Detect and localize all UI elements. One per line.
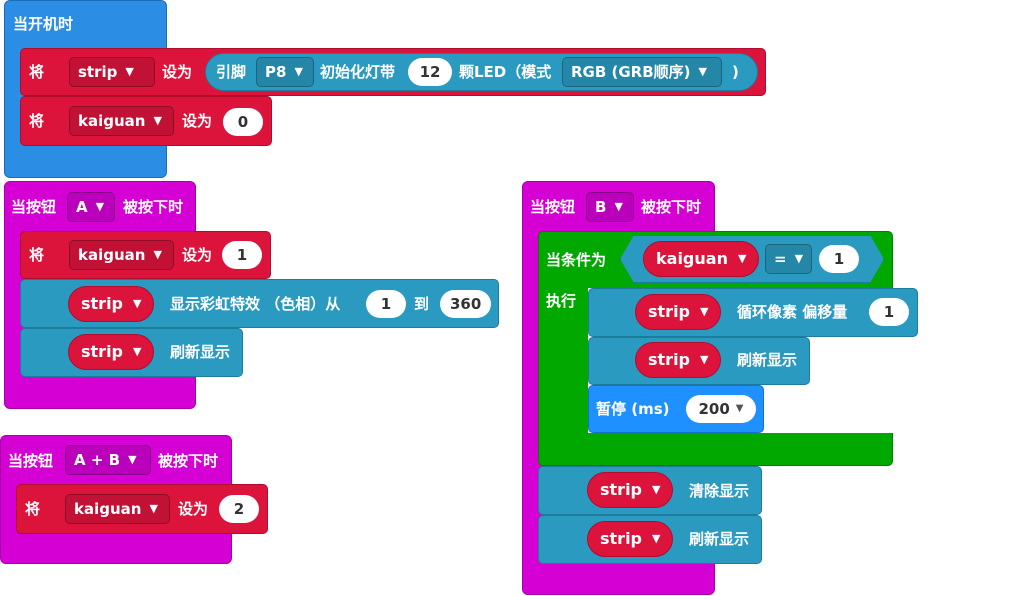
var-dropdown-kaiguan[interactable]: kaiguan▼	[69, 106, 174, 136]
hat-prefix: 当按钮	[11, 198, 57, 216]
var-dropdown-kaiguan[interactable]: kaiguan▼	[65, 494, 170, 524]
value-input[interactable]: 2	[219, 495, 259, 523]
set-kaiguan-block[interactable]	[16, 484, 268, 534]
do-label: 执行	[546, 292, 577, 310]
chevron-down-icon: ▼	[128, 453, 137, 466]
while-label: 当条件为	[546, 251, 607, 269]
chevron-down-icon: ▼	[133, 297, 142, 310]
chevron-down-icon: ▼	[737, 252, 747, 265]
operator-dropdown[interactable]: =▼	[765, 244, 812, 274]
chevron-down-icon: ▼	[153, 114, 162, 127]
chevron-down-icon: ▼	[794, 252, 804, 265]
compare-value-input[interactable]: 1	[819, 245, 859, 273]
pin-label: 引脚	[216, 63, 247, 81]
pin-dropdown[interactable]: P8▼	[256, 57, 314, 87]
value-input[interactable]: 0	[223, 108, 263, 136]
button-dropdown-ab[interactable]: A + B▼	[65, 445, 151, 475]
leds-mode-label: 颗LED（模式	[459, 63, 552, 81]
to-label: 设为	[182, 112, 213, 130]
set-label: 将	[29, 246, 45, 264]
hue-to-input[interactable]: 360	[440, 290, 491, 318]
to-label: 设为	[178, 500, 209, 518]
hue-from-input[interactable]: 1	[366, 290, 406, 318]
hat-prefix: 当按钮	[8, 452, 54, 470]
button-dropdown-b[interactable]: B▼	[586, 192, 634, 222]
offset-input[interactable]: 1	[869, 298, 909, 326]
hat-suffix: 被按下时	[123, 198, 184, 216]
chevron-down-icon: ▼	[652, 532, 661, 545]
chevron-down-icon: ▼	[133, 345, 142, 358]
strip-dropdown[interactable]: strip▼	[68, 286, 155, 322]
init-label: 初始化灯带	[320, 63, 396, 81]
set-label: 将	[29, 63, 45, 81]
close-paren: )	[732, 63, 739, 81]
strip-dropdown[interactable]: strip▼	[587, 472, 674, 508]
show-label: 刷新显示	[170, 343, 231, 361]
hat-suffix: 被按下时	[641, 198, 702, 216]
chevron-down-icon: ▼	[153, 248, 162, 261]
strip-dropdown[interactable]: strip▼	[68, 334, 155, 370]
chevron-down-icon: ▼	[700, 353, 709, 366]
set-label: 将	[25, 500, 41, 518]
value-input[interactable]: 1	[222, 241, 262, 269]
chevron-down-icon: ▼	[149, 502, 158, 515]
strip-dropdown[interactable]: strip▼	[587, 521, 674, 557]
chevron-down-icon: ▼	[698, 65, 707, 78]
kaiguan-var-reporter[interactable]: kaiguan▼	[643, 241, 760, 277]
pause-ms-dropdown[interactable]: 200▼	[686, 395, 756, 423]
strip-dropdown[interactable]: strip▼	[635, 294, 722, 330]
chevron-down-icon: ▼	[652, 483, 661, 496]
to-label: 设为	[162, 63, 193, 81]
led-count-input[interactable]: 12	[408, 58, 452, 86]
show-label: 刷新显示	[689, 530, 750, 548]
button-dropdown-a[interactable]: A▼	[67, 192, 115, 222]
mode-dropdown[interactable]: RGB (GRB顺序)▼	[562, 57, 722, 87]
var-dropdown-kaiguan[interactable]: kaiguan▼	[69, 240, 174, 270]
chevron-down-icon: ▼	[125, 65, 134, 78]
chevron-down-icon: ▼	[700, 305, 709, 318]
chevron-down-icon: ▼	[294, 65, 303, 78]
hat-suffix: 被按下时	[158, 452, 219, 470]
to-label: 到	[414, 295, 430, 313]
chevron-down-icon: ▼	[95, 200, 105, 213]
chevron-down-icon: ▼	[614, 200, 623, 213]
pause-label: 暂停 (ms)	[596, 400, 670, 418]
var-dropdown-strip[interactable]: strip▼	[69, 57, 155, 87]
clear-label: 清除显示	[689, 482, 750, 500]
set-label: 将	[29, 112, 45, 130]
pause-block[interactable]	[588, 385, 764, 433]
rotate-label: 循环像素 偏移量	[737, 303, 848, 321]
neopixel-create-block[interactable]	[205, 53, 758, 91]
show-label: 刷新显示	[737, 351, 798, 369]
rainbow-label: 显示彩虹特效 （色相）从	[170, 295, 341, 313]
on-start-label: 当开机时	[13, 15, 74, 33]
chevron-down-icon: ▼	[735, 403, 744, 414]
hat-prefix: 当按钮	[530, 198, 576, 216]
to-label: 设为	[182, 246, 213, 264]
strip-dropdown[interactable]: strip▼	[635, 342, 722, 378]
